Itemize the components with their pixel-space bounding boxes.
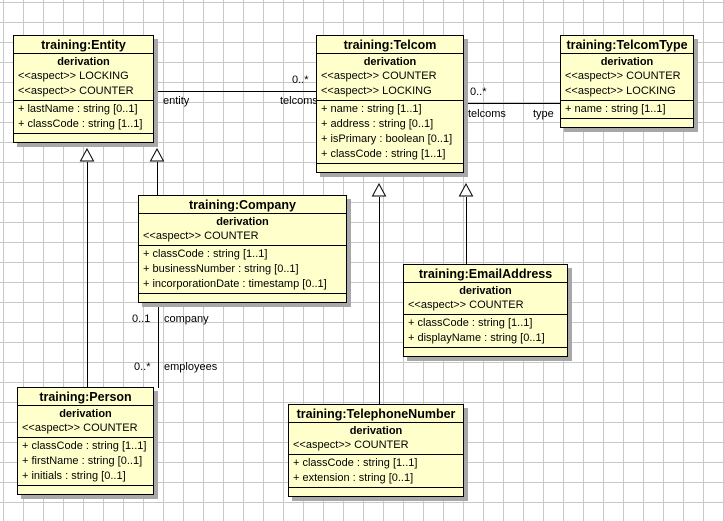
role-label-telcoms[interactable]: telcoms (468, 108, 506, 120)
association-company-person[interactable] (158, 307, 159, 388)
stereotype-row: <<aspect>> COUNTER (22, 422, 138, 434)
operations-compartment (289, 488, 463, 496)
stereotype-compartment: <<aspect>> COUNTER <<aspect>> LOCKING (317, 69, 463, 101)
stereotype-compartment: <<aspect>> COUNTER (404, 298, 567, 315)
operations-compartment (317, 164, 463, 172)
operations-compartment (18, 486, 153, 494)
attribute-row: + extension : string [0..1] (293, 472, 414, 484)
role-label-entity[interactable]: entity (163, 95, 190, 107)
stereotype-compartment: <<aspect>> COUNTER (18, 421, 153, 438)
attribute-compartment: + classCode : string [1..1] + businessNu… (139, 246, 346, 294)
multiplicity-label[interactable]: 0..* (134, 361, 151, 373)
stereotype-row: <<aspect>> COUNTER (321, 70, 437, 82)
attribute-compartment: + name : string [1..1] + address : strin… (317, 101, 463, 164)
stereotype-row: <<aspect>> LOCKING (321, 85, 432, 97)
stereotype-compartment: <<aspect>> LOCKING <<aspect>> COUNTER (14, 69, 153, 101)
generalization-arrowhead-icon (371, 183, 387, 197)
class-title: training:Entity (14, 36, 153, 54)
stereotype-row: <<aspect>> LOCKING (18, 70, 129, 82)
stereotype-compartment: <<aspect>> COUNTER (139, 229, 346, 246)
attribute-compartment: + classCode : string [1..1] + extension … (289, 455, 463, 488)
operations-compartment (561, 119, 693, 127)
attribute-row: + incorporationDate : timestamp [0..1] (143, 278, 327, 290)
generalization-company-entity[interactable] (157, 162, 158, 195)
attribute-row: + classCode : string [1..1] (18, 118, 143, 130)
uml-class-person[interactable]: training:Person derivation <<aspect>> CO… (17, 387, 154, 495)
multiplicity-label[interactable]: 0..1 (132, 313, 151, 325)
class-title: training:Telcom (317, 36, 463, 54)
attribute-row: + businessNumber : string [0..1] (143, 263, 299, 275)
attribute-row: + classCode : string [1..1] (408, 317, 533, 329)
attribute-row: + lastName : string [0..1] (18, 103, 138, 115)
generalization-person-entity[interactable] (87, 162, 88, 387)
multiplicity-label[interactable]: 0..* (292, 74, 309, 86)
stereotype-row: <<aspect>> LOCKING (565, 85, 676, 97)
attribute-row: + classCode : string [1..1] (22, 440, 147, 452)
generalization-arrowhead-icon (458, 183, 474, 197)
uml-class-telephonenumber[interactable]: training:TelephoneNumber derivation <<as… (288, 404, 464, 497)
role-label-employees[interactable]: employees (164, 361, 218, 373)
operations-compartment (404, 348, 567, 356)
uml-class-emailaddress[interactable]: training:EmailAddress derivation <<aspec… (403, 264, 568, 357)
uml-class-telcom[interactable]: training:Telcom derivation <<aspect>> CO… (316, 35, 464, 173)
generalization-arrowhead-icon (149, 148, 165, 162)
role-label-telcoms[interactable]: telcoms (280, 95, 318, 107)
class-title: training:TelcomType (561, 36, 693, 54)
generalization-telephonenumber-telcom[interactable] (379, 197, 380, 404)
role-label-type[interactable]: type (533, 108, 554, 120)
stereotype-row: <<aspect>> COUNTER (18, 85, 134, 97)
stereotype-row: <<aspect>> COUNTER (293, 439, 409, 451)
attribute-row: + isPrimary : boolean [0..1] (321, 133, 453, 145)
attribute-row: + firstName : string [0..1] (22, 455, 143, 467)
uml-class-entity[interactable]: training:Entity derivation <<aspect>> LO… (13, 35, 154, 143)
class-title: training:TelephoneNumber (289, 405, 463, 423)
generalization-arrowhead-icon (79, 148, 95, 162)
operations-compartment (139, 294, 346, 302)
uml-class-company[interactable]: training:Company derivation <<aspect>> C… (138, 195, 347, 303)
class-subtitle: derivation (600, 56, 654, 68)
generalization-emailaddress-telcom[interactable] (466, 197, 467, 264)
class-subtitle: derivation (57, 56, 110, 68)
attribute-row: + initials : string [0..1] (22, 470, 126, 482)
attribute-compartment: + lastName : string [0..1] + classCode :… (14, 101, 153, 134)
attribute-row: + displayName : string [0..1] (408, 332, 545, 344)
class-title: training:Person (18, 388, 153, 406)
stereotype-row: <<aspect>> COUNTER (565, 70, 681, 82)
association-entity-telcom[interactable] (152, 91, 316, 92)
class-title: training:Company (139, 196, 346, 214)
class-subtitle: derivation (59, 408, 112, 420)
attribute-row: + classCode : string [1..1] (143, 248, 268, 260)
class-title: training:EmailAddress (404, 265, 567, 283)
attribute-row: + address : string [0..1] (321, 118, 434, 130)
stereotype-row: <<aspect>> COUNTER (143, 230, 259, 242)
uml-class-telcomtype[interactable]: training:TelcomType derivation <<aspect>… (560, 35, 694, 128)
attribute-compartment: + classCode : string [1..1] + displayNam… (404, 315, 567, 348)
attribute-row: + name : string [1..1] (321, 103, 422, 115)
class-subtitle: derivation (349, 425, 403, 437)
attribute-row: + name : string [1..1] (565, 103, 666, 115)
operations-compartment (14, 134, 153, 142)
role-label-company[interactable]: company (164, 313, 209, 325)
attribute-row: + classCode : string [1..1] (321, 148, 446, 160)
class-subtitle: derivation (459, 285, 512, 297)
class-subtitle: derivation (216, 216, 269, 228)
attribute-compartment: + name : string [1..1] (561, 101, 693, 119)
stereotype-compartment: <<aspect>> COUNTER (289, 438, 463, 455)
attribute-compartment: + classCode : string [1..1] + firstName … (18, 438, 153, 486)
class-subtitle: derivation (363, 56, 417, 68)
stereotype-row: <<aspect>> COUNTER (408, 299, 524, 311)
association-telcom-telcomtype[interactable] (462, 103, 560, 104)
stereotype-compartment: <<aspect>> COUNTER <<aspect>> LOCKING (561, 69, 693, 101)
multiplicity-label[interactable]: 0..* (470, 86, 487, 98)
attribute-row: + classCode : string [1..1] (293, 457, 418, 469)
